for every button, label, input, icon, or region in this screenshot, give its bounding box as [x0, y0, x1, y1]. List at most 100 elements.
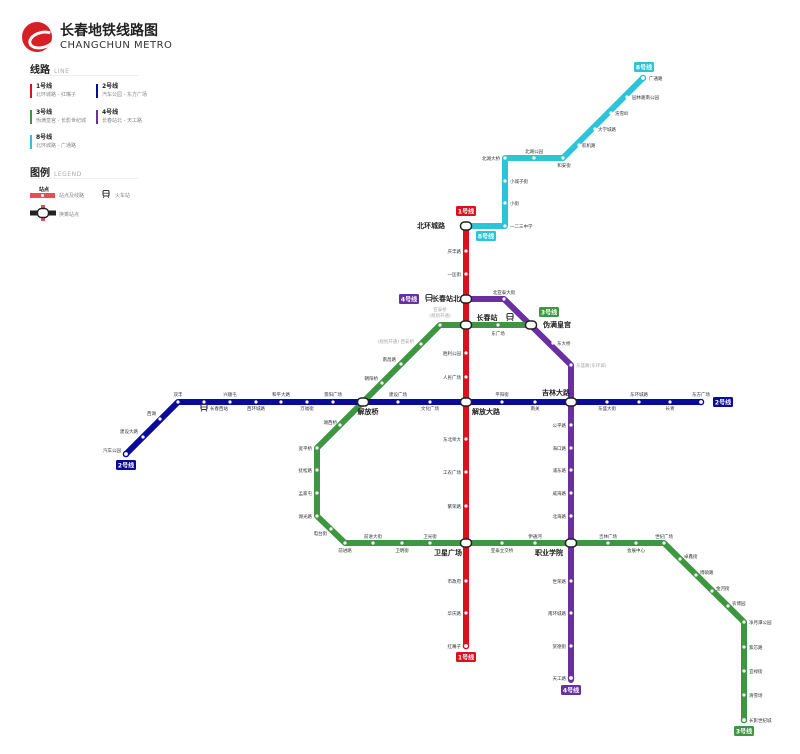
- station[interactable]: 航机路: [577, 142, 596, 149]
- station[interactable]: 大学城路: [593, 126, 616, 133]
- station[interactable]: 小街: [503, 200, 519, 207]
- station[interactable]: 前进大街: [364, 533, 382, 545]
- station[interactable]: 亚泰立交桥: [491, 541, 514, 554]
- transfer-station[interactable]: 解放大路: [459, 397, 501, 416]
- station[interactable]: 小城子街: [503, 178, 528, 185]
- line-badge[interactable]: 4号线: [399, 294, 419, 304]
- line-item-3[interactable]: 3号线伪满皇宫 - 长影世纪城: [30, 109, 86, 125]
- station[interactable]: 东方广场: [692, 391, 710, 406]
- station[interactable]: 南昌路: [383, 356, 403, 366]
- station[interactable]: 工农广场: [443, 469, 468, 476]
- station[interactable]: 华庆路: [448, 610, 468, 617]
- station[interactable]: 抚松路: [299, 467, 319, 474]
- station[interactable]: 净月潭公园: [742, 619, 772, 626]
- station[interactable]: 湖光路: [299, 513, 319, 520]
- station[interactable]: 世荣路: [553, 578, 573, 585]
- station[interactable]: 繁荣路: [448, 503, 468, 510]
- station[interactable]: 孟家屯: [299, 490, 319, 497]
- station[interactable]: 世纪广场: [655, 533, 673, 545]
- transfer-station[interactable]: 卫星广场: [434, 538, 473, 557]
- station[interactable]: 卫明街: [395, 541, 409, 554]
- station[interactable]: 园林路南公园: [625, 94, 659, 101]
- station[interactable]: 卫光街: [423, 533, 437, 545]
- station[interactable]: 建设大路: [120, 428, 145, 439]
- transfer-station[interactable]: 吉林大路: [542, 388, 578, 407]
- station[interactable]: 金河街: [710, 585, 730, 593]
- line-badge[interactable]: 4号线: [561, 685, 581, 695]
- station[interactable]: 东大桥: [551, 340, 571, 347]
- station[interactable]: 天工路: [553, 674, 575, 682]
- station[interactable]: 平阳街: [495, 391, 509, 404]
- station[interactable]: (规划开通) 西安桥: [378, 338, 423, 346]
- station[interactable]: 浦东路: [553, 467, 573, 474]
- transfer-station[interactable]: 北环城路: [417, 221, 473, 231]
- station[interactable]: 景阳广场: [324, 391, 342, 404]
- station[interactable]: 文化广场: [421, 400, 439, 412]
- line-badge[interactable]: 1号线: [456, 652, 476, 662]
- line-badge[interactable]: 2号线: [116, 460, 136, 470]
- station[interactable]: 东广场: [491, 323, 505, 337]
- station[interactable]: 一匡街: [448, 271, 468, 278]
- station[interactable]: 卓鑫街: [678, 553, 698, 561]
- station[interactable]: 紫芯路: [742, 644, 763, 651]
- station[interactable]: 北海路: [553, 513, 573, 520]
- station[interactable]: 市政府: [448, 578, 468, 585]
- station[interactable]: 长影世纪城: [740, 716, 772, 724]
- station[interactable]: 北湖公园: [525, 148, 543, 160]
- line-badge[interactable]: 3号线: [539, 307, 559, 317]
- station[interactable]: 建设广场: [389, 391, 407, 404]
- station[interactable]: 伊通河: [528, 533, 542, 545]
- station[interactable]: 和平大路: [272, 391, 290, 404]
- line-badge[interactable]: 8号线: [634, 62, 654, 72]
- transfer-station[interactable]: 伪满皇宫: [524, 320, 572, 330]
- station[interactable]: 东盛大街: [598, 400, 616, 412]
- station[interactable]: 前进路: [338, 541, 352, 554]
- transfer-station[interactable]: 解放桥: [356, 397, 380, 416]
- station[interactable]: 西湖: [147, 410, 162, 421]
- station[interactable]: 宜禄街: [742, 668, 763, 675]
- transfer-station[interactable]: 长春站北: [425, 293, 473, 304]
- station[interactable]: 公平路: [553, 422, 573, 429]
- station[interactable]: 人民广场: [443, 374, 468, 381]
- station[interactable]: 赏德街: [553, 643, 573, 650]
- station[interactable]: 南环城路: [548, 610, 573, 617]
- station[interactable]: 滑雪场: [742, 692, 763, 699]
- station[interactable]: 南关: [531, 400, 540, 412]
- station[interactable]: 博硕路: [694, 569, 714, 577]
- station[interactable]: 浩雪岭: [609, 110, 629, 117]
- station[interactable]: 和安街: [557, 156, 571, 169]
- station[interactable]: 汽车公园: [103, 447, 130, 458]
- station[interactable]: 朝阳桥: [365, 375, 384, 385]
- station[interactable]: 一二三中学: [503, 223, 533, 230]
- station[interactable]: 吉林广场: [599, 533, 617, 545]
- station[interactable]: 宽平桥: [299, 445, 319, 452]
- transfer-station[interactable]: 长春站: [459, 312, 514, 330]
- line-badge[interactable]: 1号线: [456, 206, 476, 216]
- station[interactable]: 湖西桥: [324, 419, 342, 427]
- line-item-2[interactable]: 2号线汽车公园 - 东方广场: [96, 83, 147, 99]
- station[interactable]: 东环城路: [630, 391, 648, 404]
- station[interactable]: 北湖大桥: [482, 155, 507, 162]
- station[interactable]: 长青: [666, 400, 675, 412]
- station[interactable]: 双丰: [174, 391, 183, 404]
- station[interactable]: 万福街: [300, 400, 314, 412]
- station[interactable]: 农博园: [726, 600, 746, 608]
- station[interactable]: 亚泰桥(规划开通): [429, 306, 451, 327]
- station[interactable]: 长春西站: [200, 400, 228, 412]
- station[interactable]: 胜利公园: [443, 350, 468, 357]
- line-badge[interactable]: 3号线: [734, 726, 754, 736]
- station[interactable]: 西环城路: [247, 400, 265, 412]
- transfer-station[interactable]: 职业学院: [535, 538, 578, 557]
- station[interactable]: 电台街: [314, 527, 333, 537]
- station[interactable]: 东盛路(东环城): [569, 362, 607, 369]
- line-badge[interactable]: 2号线: [713, 397, 733, 407]
- station[interactable]: 兴顺屯: [223, 391, 237, 404]
- station[interactable]: 广通路: [639, 74, 663, 82]
- line-item-8[interactable]: 8号线北环城路 - 广通路: [30, 134, 76, 150]
- station[interactable]: 会展中心: [627, 541, 645, 554]
- line-badge[interactable]: 8号线: [476, 231, 496, 241]
- station[interactable]: 威海路: [553, 490, 573, 497]
- line-item-1[interactable]: 1号线北环城路 - 红嘴子: [30, 83, 76, 99]
- station[interactable]: 红嘴子: [448, 642, 470, 650]
- station[interactable]: 东北师大: [443, 436, 468, 443]
